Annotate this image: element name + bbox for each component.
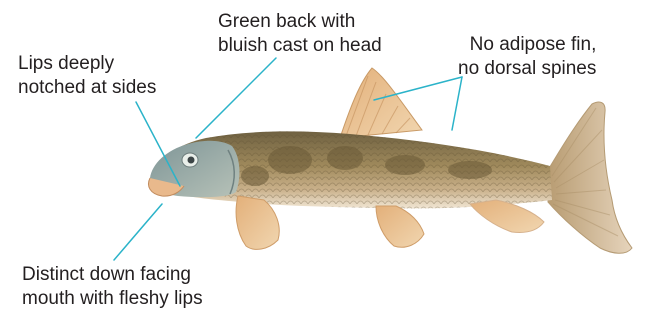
annotation-mouth-line2: mouth with fleshy lips [22, 287, 203, 311]
annotation-fins-line1: No adipose fin, [458, 33, 596, 57]
annotation-back-line2: bluish cast on head [218, 34, 382, 58]
annotation-fins-line2: no dorsal spines [458, 57, 596, 81]
leader-line-mouth [114, 204, 162, 260]
annotation-back-color: Green back with bluish cast on head [218, 10, 382, 58]
leader-line-back [196, 58, 276, 138]
annotation-mouth: Distinct down facing mouth with fleshy l… [22, 263, 203, 311]
annotation-back-line1: Green back with [218, 10, 382, 34]
leader-line-fin-back [452, 77, 462, 130]
annotation-fins: No adipose fin, no dorsal spines [458, 33, 596, 81]
annotation-mouth-line1: Distinct down facing [22, 263, 203, 287]
annotation-lips: Lips deeply notched at sides [18, 52, 156, 100]
annotation-lips-line2: notched at sides [18, 76, 156, 100]
anal-fin [470, 200, 544, 233]
dorsal-fin [340, 68, 422, 138]
pelvic-fin [376, 206, 424, 247]
tail-fin [548, 102, 632, 253]
annotation-lips-line1: Lips deeply [18, 52, 156, 76]
